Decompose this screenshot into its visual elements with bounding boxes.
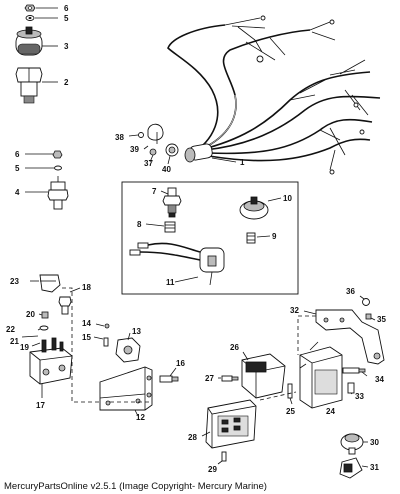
callout-20: 20 — [26, 310, 35, 319]
callout-31: 31 — [370, 463, 379, 472]
callout-35: 35 — [377, 315, 386, 324]
callout-30: 30 — [370, 438, 379, 447]
callout-1: 1 — [240, 158, 245, 167]
callout-8: 8 — [137, 220, 142, 229]
callout-6-top: 6 — [64, 4, 69, 13]
callout-29: 29 — [208, 465, 217, 474]
callout-3: 3 — [64, 42, 69, 51]
callout-15: 15 — [82, 333, 91, 342]
callout-21: 21 — [10, 337, 19, 346]
callout-10: 10 — [283, 194, 292, 203]
callout-17: 17 — [36, 401, 45, 410]
ignition-module-icon — [205, 399, 257, 449]
relay-icon — [29, 337, 73, 385]
callout-24: 24 — [326, 407, 335, 416]
callout-28: 28 — [188, 433, 197, 442]
callout-12: 12 — [136, 413, 145, 422]
callout-32: 32 — [290, 306, 299, 315]
nut-icon — [24, 4, 36, 12]
callout-36: 36 — [346, 287, 355, 296]
callout-27: 27 — [205, 374, 214, 383]
callout-5-mid: 5 — [15, 164, 20, 173]
callout-19: 19 — [20, 343, 29, 352]
callout-11: 11 — [166, 278, 175, 287]
solenoid-icon — [15, 26, 43, 56]
callout-4: 4 — [15, 188, 20, 197]
callout-9: 9 — [272, 232, 277, 241]
callout-38: 38 — [115, 133, 124, 142]
callout-37: 37 — [144, 159, 153, 168]
copyright-footer: MercuryPartsOnline v2.5.1 (Image Copyrig… — [4, 481, 267, 492]
callout-39: 39 — [130, 145, 139, 154]
callout-25: 25 — [286, 407, 295, 416]
callout-2: 2 — [64, 78, 69, 87]
callout-34: 34 — [375, 375, 384, 384]
callout-23: 23 — [10, 277, 19, 286]
callout-18: 18 — [82, 283, 91, 292]
callout-26: 26 — [230, 343, 239, 352]
callout-5-top: 5 — [64, 14, 69, 23]
callout-14: 14 — [82, 319, 91, 328]
callout-40: 40 — [162, 165, 171, 174]
wiring-harness-icon — [167, 15, 381, 175]
callout-7: 7 — [152, 187, 157, 196]
bolt-icon — [15, 67, 43, 104]
callout-22: 22 — [6, 325, 15, 334]
callout-13: 13 — [132, 327, 141, 336]
callout-33: 33 — [355, 392, 364, 401]
washer-icon — [25, 15, 35, 21]
callout-16: 16 — [176, 359, 185, 368]
callout-6-mid: 6 — [15, 150, 20, 159]
sender-icon — [47, 176, 69, 210]
